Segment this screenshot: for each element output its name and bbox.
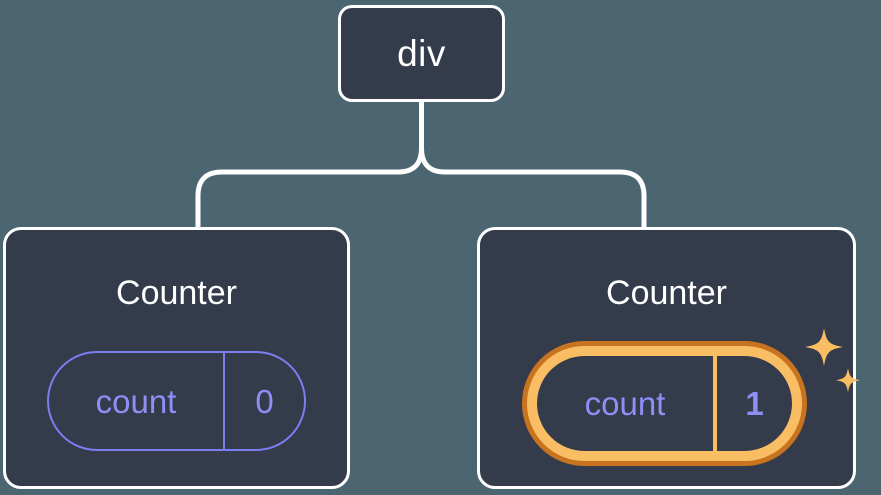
state-pill-count[interactable]: count 0 xyxy=(47,351,306,451)
sparkles-group xyxy=(805,328,860,393)
sparkle-large-icon xyxy=(805,328,843,366)
state-value: 1 xyxy=(745,385,764,422)
component-card-counter-2[interactable]: Counter count 1 xyxy=(477,227,860,489)
node-root-label: div xyxy=(397,33,446,74)
sparkle-small-icon xyxy=(836,368,860,393)
state-key-label: count xyxy=(537,356,717,451)
state-key-label: count xyxy=(49,353,225,449)
node-root-div[interactable]: div xyxy=(338,5,505,102)
component-card-counter-1[interactable]: Counter count 0 xyxy=(3,227,350,489)
component-title: Counter xyxy=(116,274,237,312)
state-value: 0 xyxy=(255,382,274,420)
state-pill-count-highlighted[interactable]: count 1 xyxy=(522,341,807,466)
component-title: Counter xyxy=(606,274,727,312)
